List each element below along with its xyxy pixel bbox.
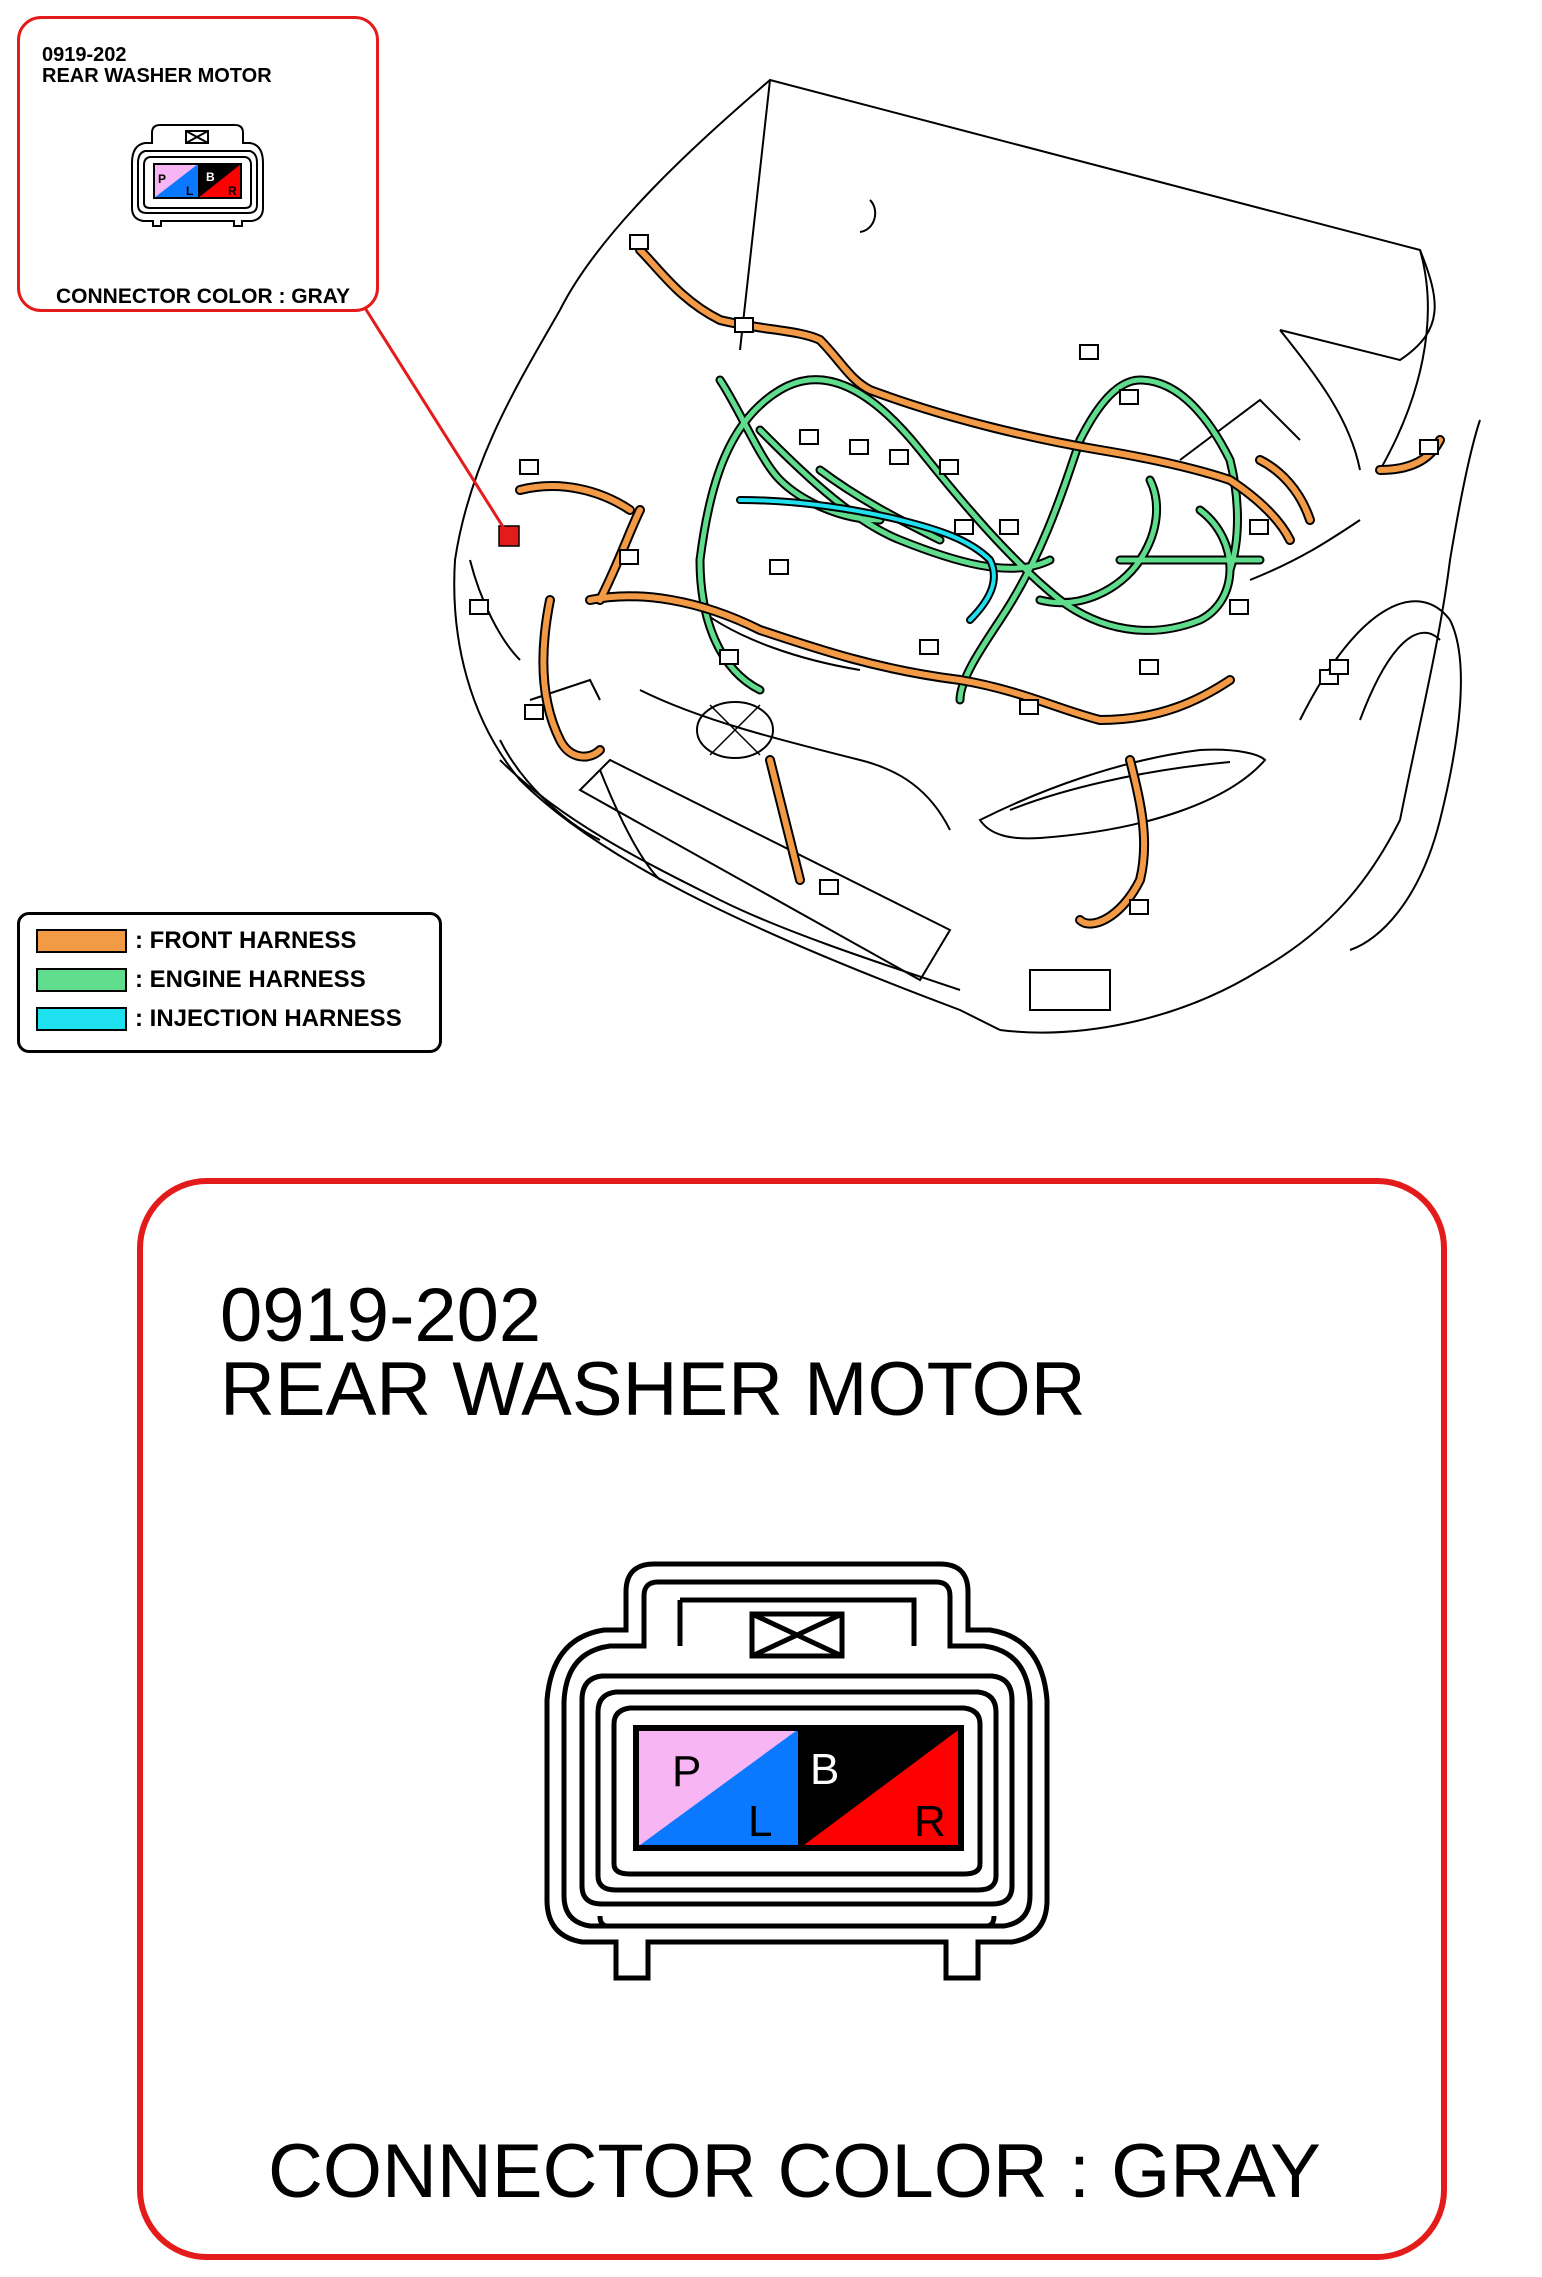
pin-cell-l	[636, 1728, 800, 1848]
legend-label: : INJECTION HARNESS	[135, 1005, 402, 1032]
harness-legend: : FRONT HARNESS : ENGINE HARNESS : INJEC…	[17, 912, 442, 1053]
large-connector-code: 0919-202	[220, 1273, 542, 1358]
pin-label-p: P	[672, 1747, 701, 1796]
front-harness-swatch	[36, 929, 127, 953]
legend-item-engine-harness: : ENGINE HARNESS	[36, 966, 366, 994]
svg-text:R: R	[228, 184, 237, 198]
large-connector-color: CONNECTOR COLOR : GRAY	[268, 2129, 1321, 2214]
legend-item-injection-harness: : INJECTION HARNESS	[36, 1005, 402, 1033]
engine-bay-illustration	[358, 78, 1481, 1034]
engine-harness-swatch	[36, 968, 127, 992]
large-connector-callout	[137, 1178, 1447, 2260]
injection-harness-swatch	[36, 1007, 127, 1031]
legend-item-front-harness: : FRONT HARNESS	[36, 927, 356, 955]
small-connector-color: CONNECTOR COLOR : GRAY	[56, 285, 351, 308]
pin-label-r: R	[914, 1797, 946, 1846]
small-connector-icon: P L B R	[131, 124, 264, 227]
small-connector-name: REAR WASHER MOTOR	[42, 65, 272, 87]
legend-label: : ENGINE HARNESS	[135, 966, 366, 993]
small-connector-code: 0919-202	[42, 44, 127, 66]
pin-label-b: B	[810, 1745, 839, 1794]
svg-text:L: L	[186, 184, 193, 198]
pin-cell-r	[800, 1728, 961, 1848]
large-connector-face-diagram: P L B R	[544, 1561, 1050, 1981]
pin-label-l: L	[748, 1797, 772, 1846]
small-connector-callout: 0919-202 REAR WASHER MOTOR P L B R CONNE…	[17, 16, 379, 312]
legend-label: : FRONT HARNESS	[135, 927, 357, 954]
large-connector-name: REAR WASHER MOTOR	[220, 1347, 1086, 1432]
svg-text:B: B	[206, 170, 215, 184]
connector-location-marker	[498, 525, 520, 547]
svg-text:P: P	[158, 172, 166, 186]
